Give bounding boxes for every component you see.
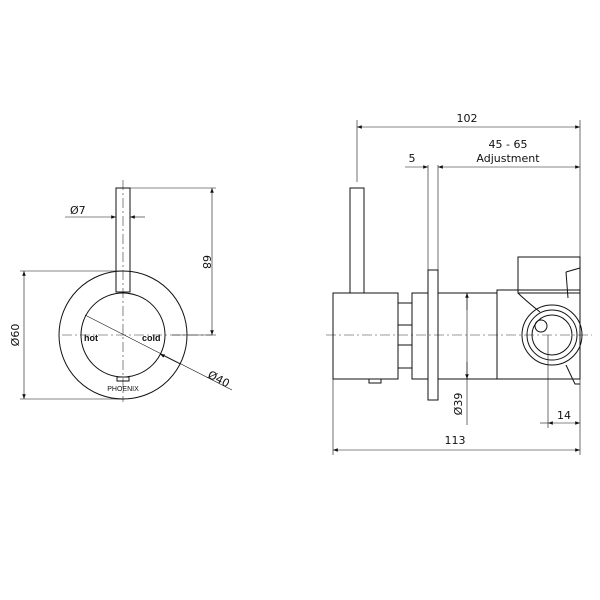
lever-rod	[115, 187, 131, 293]
side-lever-rod	[349, 187, 365, 294]
dim-lever-height: 68	[200, 255, 213, 269]
dim-inner-diameter-arrow	[159, 353, 181, 365]
handle-body	[332, 292, 399, 380]
valve-top-block	[517, 256, 581, 294]
dim-body-diameter: Ø39	[452, 393, 465, 416]
spindle-connector	[397, 302, 413, 369]
brand-label: PHOENIX	[107, 386, 139, 393]
indicator-tab	[116, 376, 130, 382]
front-view: hot cold PHOENIX Ø7 68 Ø60 Ø40	[9, 180, 233, 402]
outlet-hole	[534, 319, 548, 333]
dim-adjustment-label: Adjustment	[476, 152, 540, 165]
valve-body	[496, 289, 581, 380]
dim-adjustment-range: 45 - 65	[489, 138, 528, 151]
valve-sleeve	[437, 292, 498, 380]
collar	[411, 292, 429, 380]
dim-outlet-offset: 14	[557, 409, 571, 422]
valve-fillet	[517, 292, 541, 313]
cold-label: cold	[142, 333, 161, 343]
outlet-inner	[531, 314, 573, 356]
dim-plate-diameter: Ø60	[9, 324, 22, 347]
dim-overall-top: 102	[457, 112, 478, 125]
hot-label: hot	[84, 333, 98, 343]
dim-overall-bottom: 113	[445, 434, 466, 447]
dim-inner-diameter-line	[84, 314, 233, 391]
dim-lever-diameter: Ø7	[70, 204, 86, 217]
valve-clip	[565, 267, 581, 385]
outlet-outer	[521, 304, 583, 366]
dim-inner-diameter: Ø40	[206, 368, 232, 390]
outlet-middle	[526, 309, 578, 361]
handle-tab	[368, 378, 382, 384]
side-view: 102 5 45 - 65 Adjustment Ø39 14 113	[326, 112, 592, 455]
dim-plate-thickness: 5	[409, 152, 416, 165]
